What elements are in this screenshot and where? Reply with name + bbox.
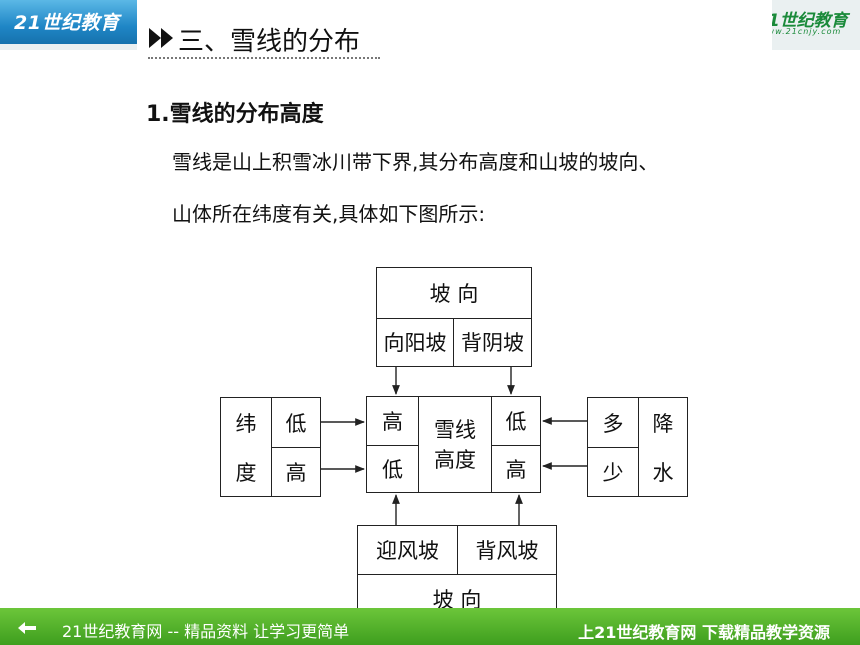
snowline-high-less-precip: 高 <box>505 457 527 482</box>
site-badge-label: 21世纪教育 <box>14 12 120 34</box>
site-badge[interactable]: 21世纪教育 <box>0 0 146 44</box>
snowline-label-line2: 高度 <box>434 447 476 472</box>
leeward-slope-label: 背风坡 <box>475 539 539 563</box>
divider <box>491 445 540 446</box>
section-title: 三、雪线的分布 <box>178 27 361 57</box>
precip-label-2: 水 <box>652 460 674 485</box>
wind-aspect-box: 迎风坡 背风坡 坡 向 <box>357 525 557 623</box>
footer-bar <box>0 608 860 645</box>
paragraph-line-1: 雪线是山上积雪冰川带下界,其分布高度和山坡的坡向、 <box>172 150 659 174</box>
snowline-low-shady: 低 <box>382 457 403 482</box>
latitude-low: 低 <box>285 411 307 436</box>
latitude-high: 高 <box>285 460 307 485</box>
aspect-box: 坡 向 向阳坡 背阴坡 <box>376 267 532 367</box>
divider <box>377 318 531 319</box>
site-logo-text: 21世纪教育 <box>756 11 848 31</box>
divider <box>457 526 458 574</box>
shady-slope-label: 背阴坡 <box>461 331 524 355</box>
double-triangle-icon <box>149 28 173 48</box>
divider <box>271 447 320 448</box>
precip-less: 少 <box>602 460 624 485</box>
windward-slope-label: 迎风坡 <box>376 539 439 563</box>
heading-divider <box>148 57 380 59</box>
precip-label-1: 降 <box>652 411 674 436</box>
aspect-title: 坡 向 <box>429 282 479 306</box>
subsection-title: 1.雪线的分布高度 <box>146 102 324 127</box>
divider <box>367 445 418 446</box>
snowline-low-more-precip: 低 <box>505 410 527 434</box>
precipitation-box: 多 少 降 水 <box>587 397 688 497</box>
footer-right-text[interactable]: 上21世纪教育网 下载精品教学资源 <box>578 623 830 642</box>
divider <box>638 398 639 496</box>
divider <box>491 397 492 492</box>
snowline-height-box: 高 低 雪线 高度 低 高 <box>366 396 541 493</box>
site-logo[interactable]: 21世纪教育 www.21cnjy.com <box>756 6 856 40</box>
snowline-label-line1: 雪线 <box>434 417 476 442</box>
divider <box>418 397 419 492</box>
precip-more: 多 <box>602 411 624 436</box>
snowline-high-sunny: 高 <box>382 410 403 434</box>
wind-aspect-title: 坡 向 <box>432 587 482 612</box>
divider <box>453 318 454 366</box>
latitude-box: 纬 度 低 高 <box>220 397 321 497</box>
latitude-label-1: 纬 <box>235 411 257 436</box>
latitude-label-2: 度 <box>235 460 257 485</box>
snowline-height-label: 雪线 高度 <box>419 397 491 492</box>
sunny-slope-label: 向阳坡 <box>383 331 447 355</box>
site-logo-url: www.21cnjy.com <box>760 27 842 36</box>
paragraph-line-2: 山体所在纬度有关,具体如下图所示: <box>172 202 486 226</box>
footer-slogan: 21世纪教育网 -- 精品资料 让学习更简单 <box>62 622 350 641</box>
divider <box>588 447 638 448</box>
divider <box>358 574 556 575</box>
back-arrow-icon[interactable] <box>18 622 36 634</box>
